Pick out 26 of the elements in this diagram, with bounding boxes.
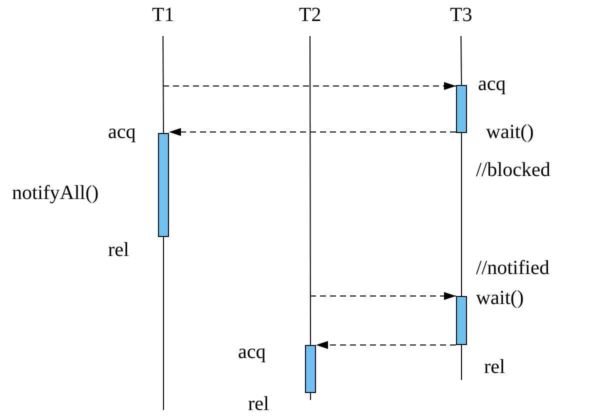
call-annotation: //notified <box>476 257 550 279</box>
call-annotation: rel <box>248 393 270 415</box>
call-annotation: acq <box>478 73 506 95</box>
call-annotation: rel <box>108 239 130 261</box>
lifeline <box>460 36 462 86</box>
call-annotation: //blocked <box>476 159 550 181</box>
lifeline-heading: T3 <box>450 4 472 26</box>
call-annotation: rel <box>484 356 506 378</box>
message-arrow <box>316 341 456 349</box>
lifeline-heading: T1 <box>152 4 174 26</box>
call-annotation: acq <box>238 341 266 363</box>
call-annotation: notifyAll() <box>12 182 99 204</box>
call-annotation: wait() <box>476 287 524 309</box>
message-arrow <box>162 82 456 90</box>
message-arrow <box>310 292 456 300</box>
activation-bar <box>456 296 467 345</box>
activation-bar <box>456 85 467 133</box>
lifeline <box>310 36 311 346</box>
activation-bar <box>305 345 316 393</box>
lifeline-heading: T2 <box>299 4 322 26</box>
call-annotation: wait() <box>486 121 534 143</box>
call-annotation: acq <box>108 121 136 143</box>
lifeline <box>162 36 164 134</box>
lifeline <box>461 132 462 296</box>
activation-bar <box>158 133 169 237</box>
message-arrow <box>168 128 456 136</box>
